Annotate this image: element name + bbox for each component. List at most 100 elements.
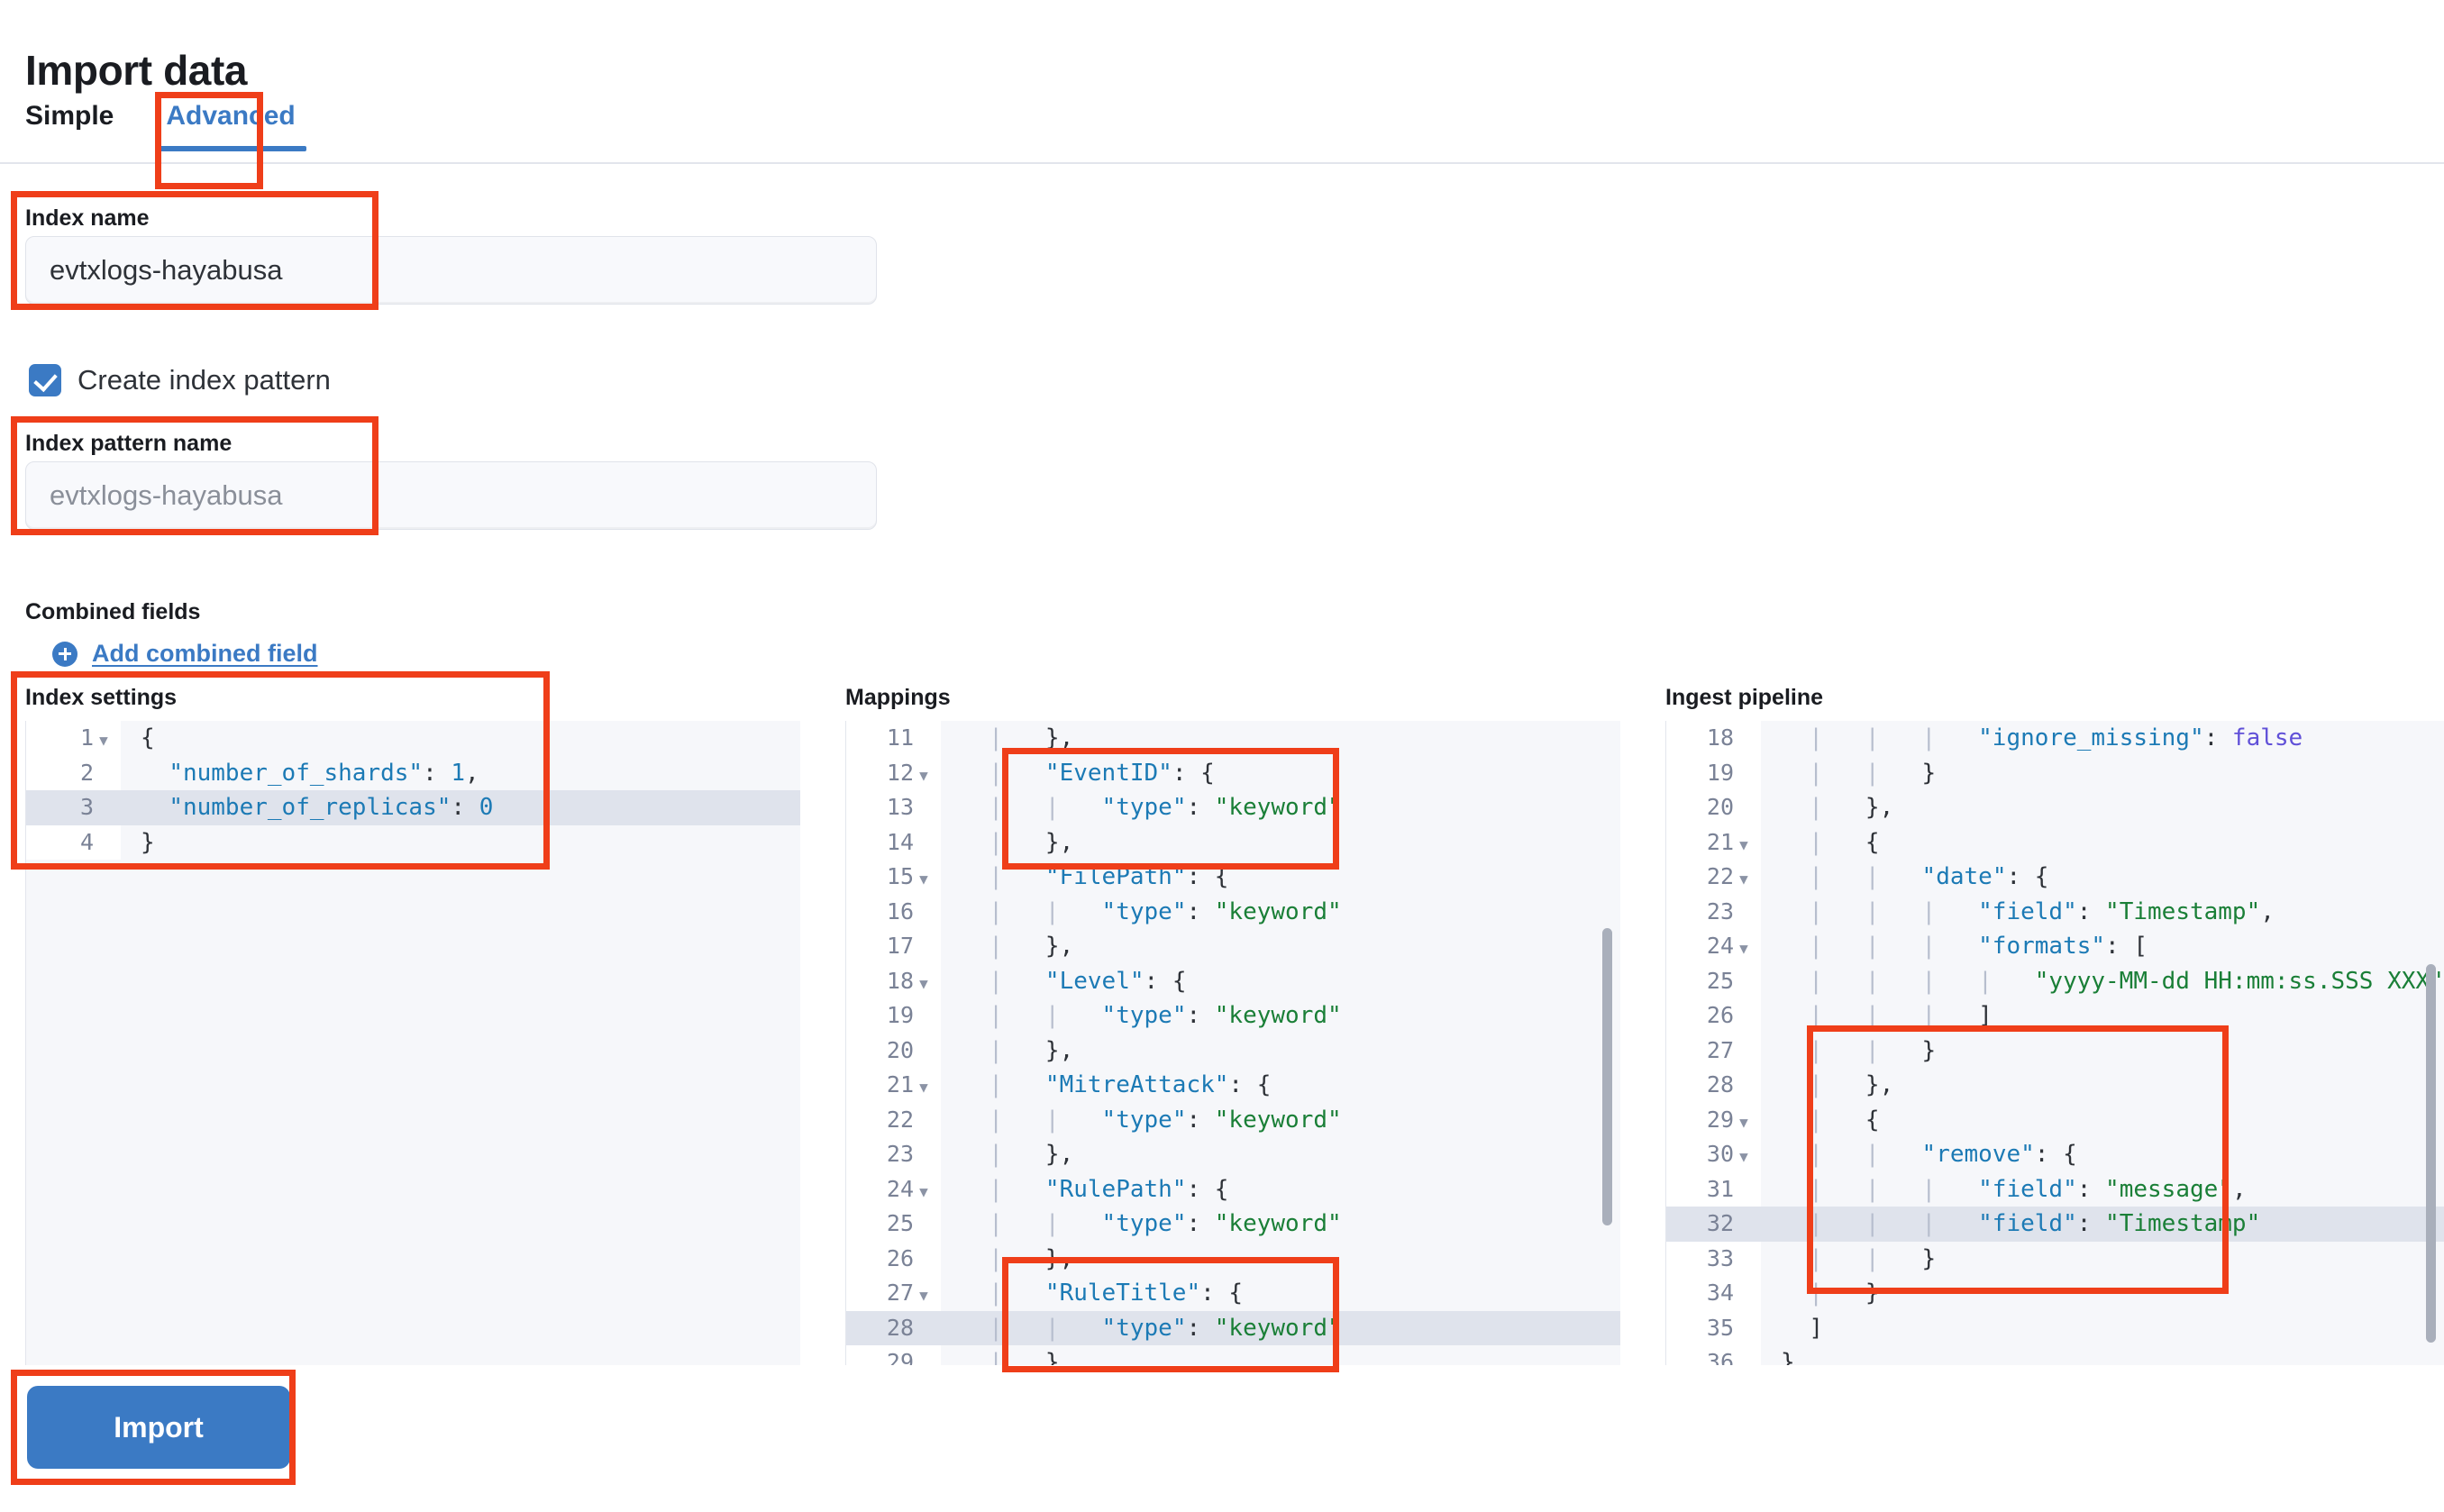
code-line[interactable]: 3▼ "number_of_replicas": 0 <box>26 790 800 825</box>
code-line[interactable]: 28▼ | }, <box>1666 1068 2444 1103</box>
code-line[interactable]: 23▼ | | | "field": "Timestamp", <box>1666 894 2444 929</box>
code-text: | }, <box>961 1349 1074 1365</box>
code-line[interactable]: 27▼ | "RuleTitle": { <box>846 1276 1620 1311</box>
code-line[interactable]: 15▼ | "FilePath": { <box>846 860 1620 895</box>
code-line[interactable]: 31▼ | | | "field": "message", <box>1666 1171 2444 1207</box>
plus-circle-icon <box>52 641 78 667</box>
code-line[interactable]: 16▼ | | "type": "keyword" <box>846 894 1620 929</box>
import-button[interactable]: Import <box>27 1386 290 1469</box>
code-text: | "RuleTitle": { <box>961 1280 1244 1307</box>
line-number: 22▼ <box>846 1102 941 1137</box>
fold-arrow-icon[interactable]: ▼ <box>99 732 108 749</box>
fold-arrow-icon[interactable]: ▼ <box>1739 1148 1748 1165</box>
tab-simple[interactable]: Simple <box>25 101 133 151</box>
code-text: | | | "field": "Timestamp", <box>1781 897 2275 925</box>
code-line[interactable]: 28▼ | | "type": "keyword" <box>846 1310 1620 1345</box>
code-line[interactable]: 13▼ | | "type": "keyword" <box>846 790 1620 825</box>
code-line[interactable]: 22▼ | | "date": { <box>1666 860 2444 895</box>
line-number: 18▼ <box>1666 721 1761 756</box>
line-number: 19▼ <box>846 998 941 1034</box>
fold-arrow-icon[interactable]: ▼ <box>1739 1113 1748 1131</box>
index-pattern-name-input[interactable]: evtxlogs-hayabusa <box>25 461 877 530</box>
code-line[interactable]: 11▼ | }, <box>846 721 1620 756</box>
code-line[interactable]: 14▼ | }, <box>846 824 1620 860</box>
code-text: "number_of_replicas": 0 <box>169 794 494 822</box>
code-line[interactable]: 19▼ | | } <box>1666 755 2444 790</box>
mappings-scrollbar[interactable] <box>1602 928 1612 1225</box>
code-line[interactable]: 4▼} <box>26 824 800 860</box>
code-line[interactable]: 21▼ | "MitreAttack": { <box>846 1068 1620 1103</box>
code-text: } <box>141 828 155 856</box>
line-number: 20▼ <box>846 1033 941 1068</box>
create-index-pattern-row[interactable]: Create index pattern <box>29 364 331 396</box>
code-line[interactable]: 27▼ | | } <box>1666 1033 2444 1068</box>
code-line[interactable]: 30▼ | | "remove": { <box>1666 1137 2444 1172</box>
code-line[interactable]: 29▼ | }, <box>846 1345 1620 1365</box>
code-line[interactable]: 23▼ | }, <box>846 1137 1620 1172</box>
line-number: 29▼ <box>846 1345 941 1365</box>
code-line[interactable]: 26▼ | | | ] <box>1666 998 2444 1034</box>
code-line[interactable]: 33▼ | | } <box>1666 1241 2444 1276</box>
fold-arrow-icon[interactable]: ▼ <box>919 870 928 888</box>
line-number: 32▼ <box>1666 1207 1761 1242</box>
tab-advanced[interactable]: Advanced <box>133 101 327 151</box>
code-line[interactable]: 24▼ | | | "formats": [ <box>1666 929 2444 964</box>
code-line[interactable]: 36▼} <box>1666 1345 2444 1365</box>
line-number: 19▼ <box>1666 755 1761 790</box>
code-text: | } <box>1781 1280 1880 1307</box>
line-number: 27▼ <box>1666 1033 1761 1068</box>
code-text: | }, <box>961 1244 1074 1272</box>
fold-arrow-icon[interactable]: ▼ <box>919 1287 928 1304</box>
code-line[interactable]: 19▼ | | "type": "keyword" <box>846 998 1620 1034</box>
line-number: 20▼ <box>1666 790 1761 825</box>
line-number: 24▼ <box>846 1171 941 1207</box>
code-line[interactable]: 2▼ "number_of_shards": 1, <box>26 755 800 790</box>
line-number: 26▼ <box>846 1241 941 1276</box>
code-line[interactable]: 17▼ | }, <box>846 929 1620 964</box>
line-number: 22▼ <box>1666 860 1761 895</box>
create-index-pattern-checkbox[interactable] <box>29 364 61 396</box>
code-line[interactable]: 18▼ | "Level": { <box>846 963 1620 998</box>
ingest-pipeline-scrollbar[interactable] <box>2426 964 2436 1343</box>
fold-arrow-icon[interactable]: ▼ <box>1739 870 1748 888</box>
index-name-input[interactable]: evtxlogs-hayabusa <box>25 236 877 305</box>
code-line[interactable]: 34▼ | } <box>1666 1276 2444 1311</box>
code-text: | | } <box>1781 1244 1937 1272</box>
code-line[interactable]: 35▼ ] <box>1666 1310 2444 1345</box>
line-number: 14▼ <box>846 824 941 860</box>
code-text: { <box>141 724 155 752</box>
code-line[interactable]: 1▼{ <box>26 721 800 756</box>
fold-arrow-icon[interactable]: ▼ <box>919 1182 928 1200</box>
code-line[interactable]: 25▼ | | "type": "keyword" <box>846 1207 1620 1242</box>
code-line[interactable]: 12▼ | "EventID": { <box>846 755 1620 790</box>
code-line[interactable]: 20▼ | }, <box>1666 790 2444 825</box>
code-line[interactable]: 32▼ | | | "field": "Timestamp" <box>1666 1207 2444 1242</box>
fold-arrow-icon[interactable]: ▼ <box>919 766 928 784</box>
code-line[interactable]: 18▼ | | | "ignore_missing": false <box>1666 721 2444 756</box>
code-line[interactable]: 24▼ | "RulePath": { <box>846 1171 1620 1207</box>
index-settings-editor[interactable]: 1▼{2▼ "number_of_shards": 1,3▼ "number_o… <box>25 721 800 1365</box>
add-combined-field-button[interactable]: Add combined field <box>52 640 318 668</box>
code-line[interactable]: 22▼ | | "type": "keyword" <box>846 1102 1620 1137</box>
line-number: 31▼ <box>1666 1171 1761 1207</box>
code-line[interactable]: 25▼ | | | | "yyyy-MM-dd HH:mm:ss.SSS XXX… <box>1666 963 2444 998</box>
code-line[interactable]: 20▼ | }, <box>846 1033 1620 1068</box>
code-text: | | | | "yyyy-MM-dd HH:mm:ss.SSS XXX" <box>1781 967 2444 995</box>
line-number: 28▼ <box>846 1310 941 1345</box>
line-number: 21▼ <box>846 1068 941 1103</box>
add-combined-field-label: Add combined field <box>92 640 318 667</box>
fold-arrow-icon[interactable]: ▼ <box>1739 940 1748 957</box>
fold-arrow-icon[interactable]: ▼ <box>919 1079 928 1096</box>
mappings-editor[interactable]: 11▼ | },12▼ | "EventID": {13▼ | | "type"… <box>845 721 1620 1365</box>
fold-arrow-icon[interactable]: ▼ <box>919 974 928 992</box>
fold-arrow-icon[interactable]: ▼ <box>1739 835 1748 853</box>
code-text: | | "type": "keyword" <box>961 1002 1342 1030</box>
code-text: | }, <box>1781 1071 1894 1099</box>
code-text: | }, <box>961 724 1074 752</box>
code-line[interactable]: 21▼ | { <box>1666 824 2444 860</box>
code-line[interactable]: 29▼ | { <box>1666 1102 2444 1137</box>
line-number: 23▼ <box>1666 894 1761 929</box>
code-text: | }, <box>961 1141 1074 1169</box>
code-line[interactable]: 26▼ | }, <box>846 1241 1620 1276</box>
